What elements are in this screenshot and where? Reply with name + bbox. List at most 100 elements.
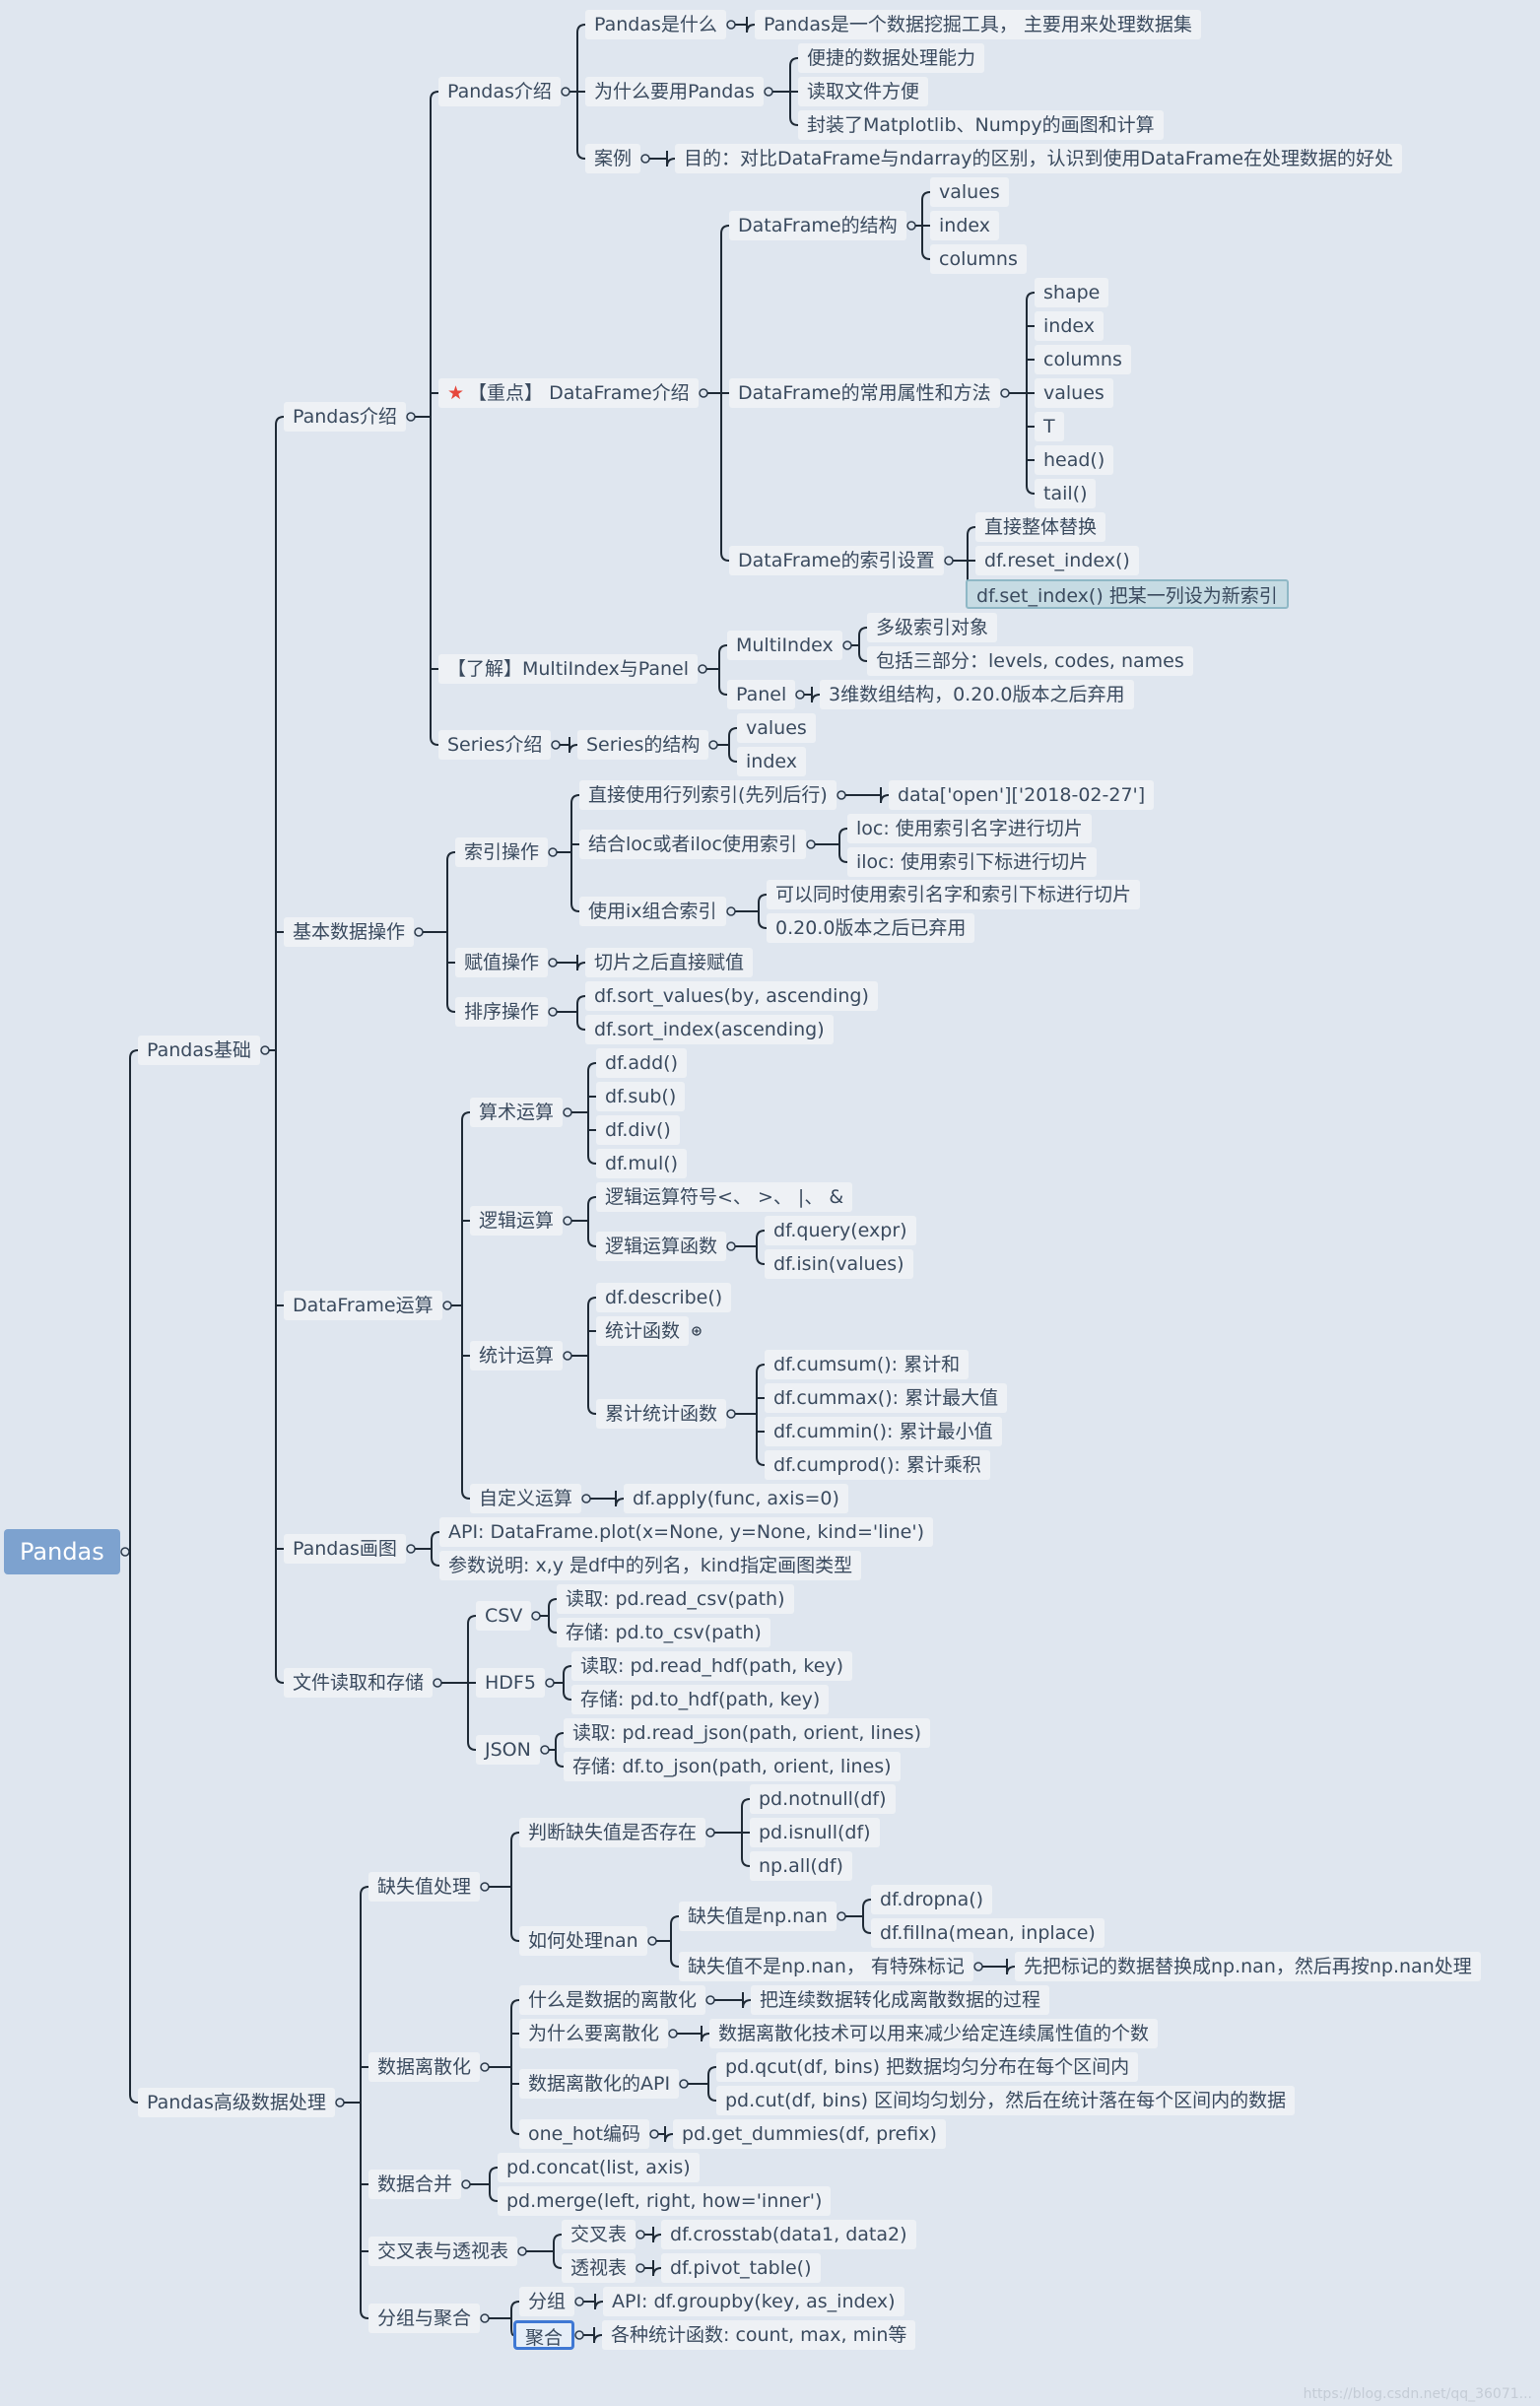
topic-n122-count-max-min[interactable]: 各种统计函数: count, max, min等 — [602, 2320, 916, 2350]
topic-n28-df-set-index[interactable]: df.set_index() 把某一列设为新索引 — [966, 579, 1289, 609]
topic-n73[interactable]: 自定义运算 — [470, 1484, 582, 1513]
topic-n27-df-reset-index[interactable]: df.reset_index() — [975, 546, 1139, 575]
topic-n90[interactable]: 判断缺失值是否存在 — [519, 1818, 706, 1847]
topic-n64-df-isin-values[interactable]: df.isin(values) — [765, 1249, 913, 1279]
topic-n83-pd-read-hdf-path-key[interactable]: 读取: pd.read_hdf(path, key) — [571, 1651, 853, 1681]
topic-n63-df-query-expr[interactable]: df.query(expr) — [765, 1216, 916, 1245]
topic-n54-dataframe[interactable]: DataFrame运算 — [284, 1291, 442, 1320]
topic-n85-json[interactable]: JSON — [476, 1735, 540, 1765]
topic-n71-df-cummin[interactable]: df.cummin(): 累计最小值 — [765, 1417, 1002, 1446]
topic-n93-np-all-df[interactable]: np.all(df) — [750, 1851, 852, 1881]
topic-n1-pandas[interactable]: Pandas基础 — [138, 1036, 260, 1065]
topic-n120-api-df-groupby-key-as-in[interactable]: API: df.groupby(key, as_index) — [603, 2287, 904, 2316]
topic-n84-pd-to-hdf-path-key[interactable]: 存储: pd.to_hdf(path, key) — [571, 1685, 830, 1714]
topic-n94-nan[interactable]: 如何处理nan — [519, 1926, 647, 1956]
topic-n41[interactable]: 直接使用行列索引(先列后行) — [579, 780, 837, 810]
topic-n92-pd-isnull-df[interactable]: pd.isnull(df) — [750, 1818, 880, 1847]
topic-n80-pd-read-csv-path[interactable]: 读取: pd.read_csv(path) — [557, 1584, 794, 1614]
topic-n21-values[interactable]: values — [1035, 378, 1113, 408]
topic-n114[interactable]: 交叉表 — [562, 2220, 636, 2249]
topic-n44-loc[interactable]: loc: 使用索引名字进行切片 — [847, 814, 1092, 843]
topic-n10[interactable]: 案例 — [585, 144, 641, 173]
topic-n42-data-open-2018-02-27[interactable]: data['open']['2018-02-27'] — [889, 780, 1155, 810]
topic-n96-df-dropna[interactable]: df.dropna() — [871, 1885, 993, 1914]
topic-n60[interactable]: 逻辑运算 — [470, 1206, 564, 1236]
topic-n3-pandas[interactable]: Pandas介绍 — [438, 77, 561, 106]
topic-n98-np-nan[interactable]: 缺失值不是np.nan， 有特殊标记 — [679, 1952, 973, 1981]
topic-n100[interactable]: 数据离散化 — [368, 2052, 481, 2082]
topic-n23-head[interactable]: head() — [1035, 445, 1114, 475]
topic-n82-hdf5[interactable]: HDF5 — [476, 1668, 545, 1698]
topic-n68[interactable]: 累计统计函数 — [596, 1399, 727, 1429]
topic-n74-df-apply-func-axis-0[interactable]: df.apply(func, axis=0) — [624, 1484, 848, 1513]
topic-n43-loc-iloc[interactable]: 结合loc或者iloc使用索引 — [579, 830, 806, 859]
topic-n39[interactable]: 基本数据操作 — [284, 917, 415, 947]
topic-n107-pd-cut-df-bins[interactable]: pd.cut(df, bins) 区间均匀划分，然后在统计落在每个区间内的数据 — [716, 2086, 1296, 2115]
topic-n70-df-cummax[interactable]: df.cummax(): 累计最大值 — [765, 1383, 1008, 1413]
topic-n97-df-fillna-mean-inplace[interactable]: df.fillna(mean, inplace) — [871, 1918, 1105, 1948]
topic-n75-pandas[interactable]: Pandas画图 — [284, 1534, 406, 1564]
topic-n12-dataframe[interactable]: ★【重点】 DataFrame介绍 — [438, 378, 699, 408]
topic-n45-iloc[interactable]: iloc: 使用索引下标进行切片 — [847, 847, 1098, 877]
topic-n69-df-cumsum[interactable]: df.cumsum(): 累计和 — [765, 1350, 970, 1379]
topic-n79-csv[interactable]: CSV — [476, 1601, 532, 1631]
topic-n78[interactable]: 文件读取和存储 — [284, 1668, 434, 1698]
topic-n2-pandas[interactable]: Pandas介绍 — [284, 402, 406, 432]
topic-n36-series[interactable]: Series的结构 — [577, 730, 709, 760]
topic-n91-pd-notnull-df[interactable]: pd.notnull(df) — [750, 1784, 896, 1814]
topic-n57-df-sub[interactable]: df.sub() — [596, 1082, 686, 1111]
topic-n40[interactable]: 索引操作 — [455, 837, 549, 867]
topic-n18-shape[interactable]: shape — [1035, 278, 1109, 307]
topic-n89[interactable]: 缺失值处理 — [368, 1872, 481, 1902]
topic-n103[interactable]: 为什么要离散化 — [519, 2019, 669, 2048]
root-node[interactable]: Pandas — [4, 1529, 120, 1574]
topic-n76-api-dataframe-plot-x-non[interactable]: API: DataFrame.plot(x=None, y=None, kind… — [439, 1517, 934, 1547]
topic-n104[interactable]: 数据离散化技术可以用来减少给定连续属性值的个数 — [709, 2019, 1159, 2048]
topic-n17-dataframe[interactable]: DataFrame的常用属性和方法 — [729, 378, 1000, 408]
topic-n53-df-sort-index-ascending[interactable]: df.sort_index(ascending) — [585, 1015, 834, 1044]
topic-n38-index[interactable]: index — [737, 747, 806, 776]
topic-n9-matplotlib-numpy[interactable]: 封装了Matplotlib、Numpy的画图和计算 — [798, 110, 1164, 140]
topic-n61[interactable]: 逻辑运算符号<、 >、 |、 & — [596, 1182, 853, 1212]
topic-n99-np-nan-np-nan[interactable]: 先把标记的数据替换成np.nan，然后再按np.nan处理 — [1015, 1952, 1481, 1981]
topic-n121[interactable]: 聚合 — [513, 2320, 575, 2350]
topic-n25-dataframe[interactable]: DataFrame的索引设置 — [729, 546, 944, 575]
topic-n58-df-div[interactable]: df.div() — [596, 1115, 680, 1145]
topic-n55[interactable]: 算术运算 — [470, 1098, 564, 1127]
topic-n81-pd-to-csv-path[interactable]: 存储: pd.to_csv(path) — [557, 1618, 770, 1647]
topic-n19-index[interactable]: index — [1035, 311, 1104, 341]
topic-n66-df-describe[interactable]: df.describe() — [596, 1283, 732, 1312]
topic-n113[interactable]: 交叉表与透视表 — [368, 2237, 518, 2266]
topic-n48-0-20-0[interactable]: 0.20.0版本之后已弃用 — [767, 913, 975, 943]
topic-n24-tail[interactable]: tail() — [1035, 479, 1097, 508]
topic-n14-values[interactable]: values — [930, 177, 1009, 207]
topic-n32-levels-codes-names[interactable]: 包括三部分：levels, codes, names — [867, 646, 1193, 676]
topic-n108-one-hot[interactable]: one_hot编码 — [519, 2119, 649, 2149]
topic-n59-df-mul[interactable]: df.mul() — [596, 1149, 688, 1178]
topic-n46-ix[interactable]: 使用ix组合索引 — [579, 897, 726, 926]
topic-n88-pandas[interactable]: Pandas高级数据处理 — [138, 2088, 335, 2117]
topic-n62[interactable]: 逻辑运算函数 — [596, 1232, 727, 1261]
topic-n51[interactable]: 排序操作 — [455, 997, 549, 1027]
topic-n7[interactable]: 便捷的数据处理能力 — [798, 43, 985, 73]
topic-n52-df-sort-values-by-ascend[interactable]: df.sort_values(by, ascending) — [585, 981, 878, 1011]
topic-n6-pandas[interactable]: 为什么要用Pandas — [585, 77, 764, 106]
topic-n101[interactable]: 什么是数据的离散化 — [519, 1985, 706, 2015]
topic-n119[interactable]: 分组 — [519, 2287, 575, 2316]
topic-n35-series[interactable]: Series介绍 — [438, 730, 552, 760]
topic-n11-dataframe-ndarray-datafr[interactable]: 目的：对比DataFrame与ndarray的区别，认识到使用DataFrame… — [675, 144, 1403, 173]
topic-n65[interactable]: 统计运算 — [470, 1341, 564, 1370]
topic-n47[interactable]: 可以同时使用索引名字和索引下标进行切片 — [767, 880, 1141, 909]
topic-n109-pd-get-dummies-df-prefix[interactable]: pd.get_dummies(df, prefix) — [673, 2119, 946, 2149]
topic-n102[interactable]: 把连续数据转化成离散数据的过程 — [751, 1985, 1050, 2015]
topic-n4-pandas[interactable]: Pandas是什么 — [585, 10, 726, 39]
topic-n16-columns[interactable]: columns — [930, 244, 1027, 274]
topic-n115-df-crosstab-data1-data2[interactable]: df.crosstab(data1, data2) — [661, 2220, 916, 2249]
topic-n13-dataframe[interactable]: DataFrame的结构 — [729, 211, 906, 240]
topic-n22-t[interactable]: T — [1035, 412, 1064, 441]
topic-n37-values[interactable]: values — [737, 713, 816, 743]
topic-n112-pd-merge-left-right-how-[interactable]: pd.merge(left, right, how='inner') — [498, 2186, 832, 2216]
topic-n50[interactable]: 切片之后直接赋值 — [585, 948, 754, 977]
topic-n95-np-nan[interactable]: 缺失值是np.nan — [679, 1902, 837, 1931]
topic-n67[interactable]: 统计函数 — [596, 1316, 690, 1346]
